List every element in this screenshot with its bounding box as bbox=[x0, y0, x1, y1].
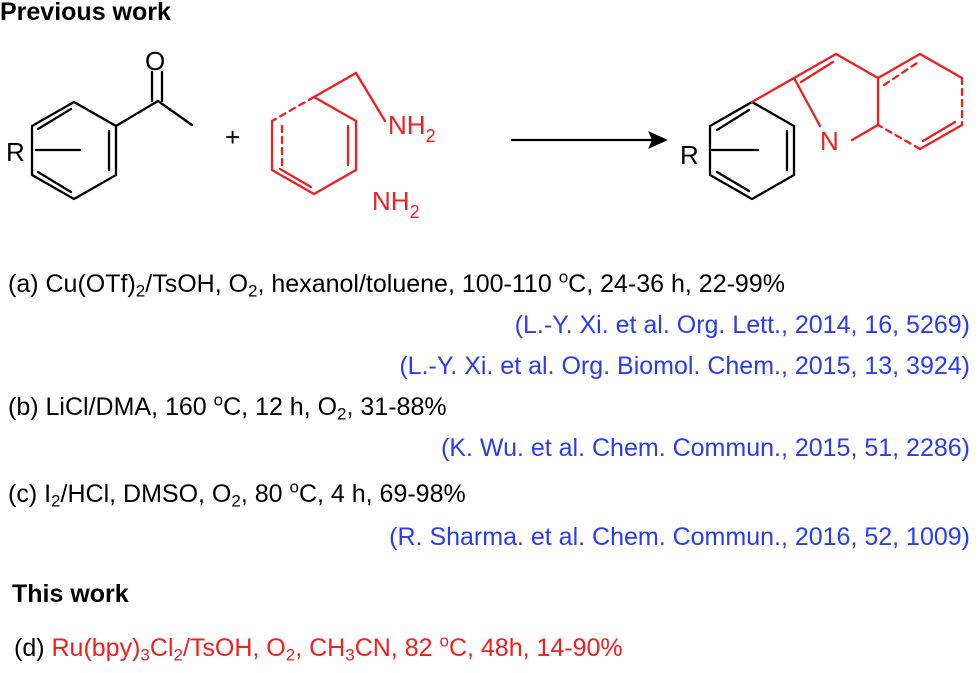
plus-sign: + bbox=[225, 122, 240, 152]
acetophenone-structure bbox=[30, 70, 194, 201]
ketone-oxygen-label: O bbox=[145, 46, 165, 76]
reaction-scheme: O R + NH2 NH2 N R bbox=[6, 46, 964, 222]
condition-c: (c) I2/HCl, DMSO, O2, 80 oC, 4 h, 69-98% bbox=[8, 477, 466, 511]
this-work-header: This work bbox=[12, 580, 129, 608]
ketone-r-label: R bbox=[6, 137, 25, 167]
product-r-label: R bbox=[680, 140, 699, 170]
condition-a-reference-2: (L.-Y. Xi. et al. Org. Biomol. Chem., 20… bbox=[399, 352, 970, 380]
condition-d: (d) Ru(bpy)3Cl2/TsOH, O2, CH3CN, 82 oC, … bbox=[14, 631, 623, 665]
condition-c-reference: (R. Sharma. et al. Chem. Commun., 2016, … bbox=[389, 523, 970, 551]
condition-a-reference-1: (L.-Y. Xi. et al. Org. Lett., 2014, 16, … bbox=[514, 311, 970, 339]
condition-b: (b) LiCl/DMA, 160 oC, 12 h, O2, 31-88% bbox=[8, 390, 447, 424]
arrow-head bbox=[648, 131, 668, 149]
product-phenyl-structure bbox=[708, 100, 796, 201]
aminobenzylamine-structure bbox=[270, 71, 387, 196]
product-quinoline-structure bbox=[750, 52, 964, 151]
condition-a: (a) Cu(OTf)2/TsOH, O2, hexanol/toluene, … bbox=[8, 267, 785, 301]
amine-top-label: NH2 bbox=[388, 110, 436, 146]
amine-bottom-label: NH2 bbox=[372, 186, 420, 222]
previous-work-header: Previous work bbox=[0, 0, 171, 26]
product-nitrogen-label: N bbox=[820, 126, 839, 156]
condition-b-reference: (K. Wu. et al. Chem. Commun., 2015, 51, … bbox=[441, 434, 970, 462]
